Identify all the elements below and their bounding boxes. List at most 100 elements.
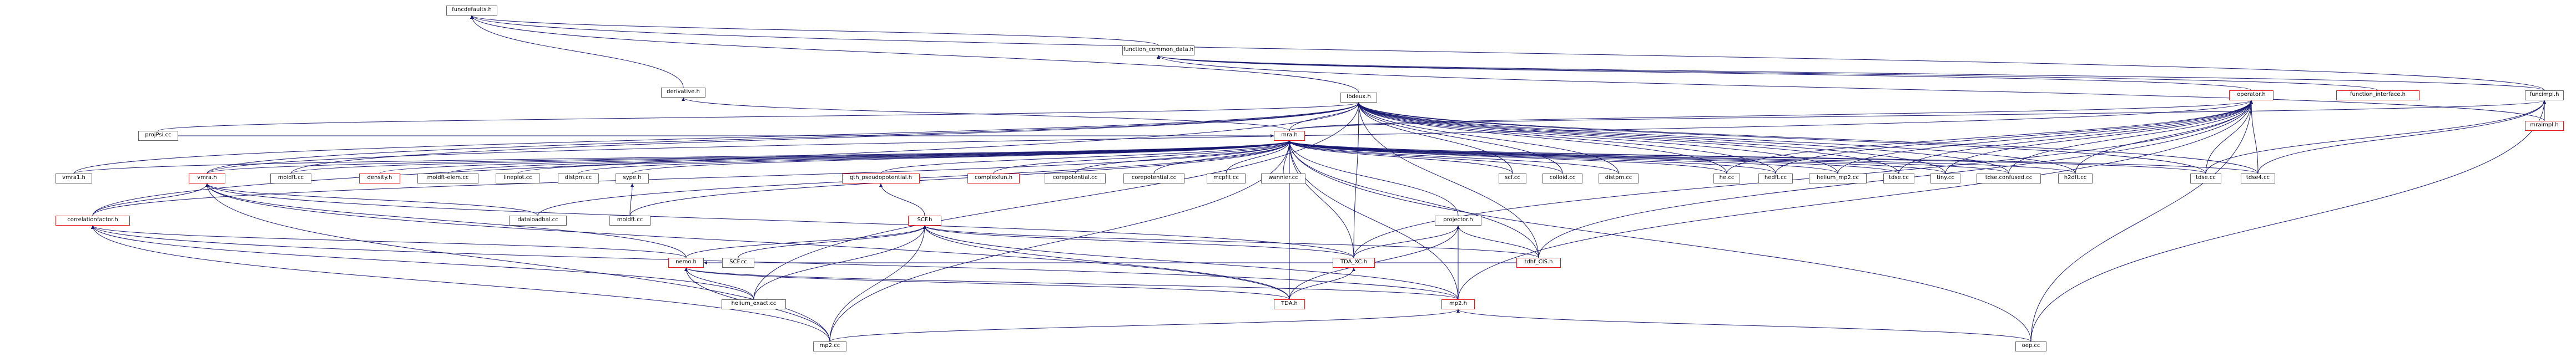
node-mraimpl-h[interactable]: mraimpl.h xyxy=(2525,121,2564,131)
edge-oep_cc-to-funcimpl_h xyxy=(2030,100,2546,342)
edge-mra_h-to-operator_h xyxy=(1289,100,2253,131)
node-scf-h[interactable]: SCF.h xyxy=(908,216,941,226)
node-mp2-h[interactable]: mp2.h xyxy=(1441,299,1475,309)
node-complexfun-h[interactable]: complexfun.h xyxy=(967,174,1020,183)
edge-tdse_cc_2-to-funcimpl_h xyxy=(2205,100,2546,174)
node-oep-cc[interactable]: oep.cc xyxy=(2015,341,2046,351)
node-funcimpl-h[interactable]: funcimpl.h xyxy=(2525,90,2564,100)
node-scf-cc[interactable]: scf.cc xyxy=(1499,174,1526,183)
edge-mraimpl_h-to-function_common_data_h xyxy=(1157,55,2545,121)
edge-function_common_data_h-to-funcdefaults_h xyxy=(470,15,1159,46)
edge-correlationfactor_h-to-vmra_h xyxy=(92,183,209,216)
edge-lineplot_cc-to-mra_h xyxy=(517,140,1291,174)
edge-projector_h-to-mra_h xyxy=(1288,140,1459,216)
edge-moldft_elem_cc-to-mra_h xyxy=(447,140,1291,174)
node-moldft-cc[interactable]: moldft.cc xyxy=(270,174,311,183)
edge-tdhf_cis_h-to-lbdeux_h xyxy=(1357,102,1539,258)
edge-tdse_cc_1-to-mra_h xyxy=(1288,140,1899,174)
edge-oep_cc-to-mra_h xyxy=(1288,140,2031,342)
edge-vmra1_h-to-mra_h xyxy=(73,140,1291,174)
edge-vmra_h-to-operator_h xyxy=(206,100,2253,174)
edge-hedft_cc-to-lbdeux_h xyxy=(1357,102,1776,174)
edge-tdhf_cis_h-to-scf_h xyxy=(923,225,1539,258)
edge-mp2_cc-to-scf_h xyxy=(829,225,926,342)
node-tdse-cc-3[interactable]: tdse.cc xyxy=(2190,174,2221,183)
edge-moldft_cc_1-to-lbdeux_h xyxy=(290,102,1360,174)
node-tda-h[interactable]: TDA.h xyxy=(1274,299,1305,309)
edge-gth_pseudopotential_h-to-mra_h xyxy=(880,140,1291,174)
node-dataloadbal-cc[interactable]: dataloadbal.cc xyxy=(509,216,567,226)
edge-tdse_cc_2-to-operator_h xyxy=(2205,100,2253,174)
edge-nemo_h-to-scf_h xyxy=(685,225,926,258)
node-nemo-h[interactable]: nemo.h xyxy=(668,258,704,268)
edge-tdse_confused_cc-to-lbdeux_h xyxy=(1357,102,2009,174)
node-distpm-cc[interactable]: distpm.cc xyxy=(558,174,599,183)
edge-tda_h-to-nemo_h xyxy=(684,267,1290,300)
node-colloid-cc[interactable]: colloid.cc xyxy=(1542,174,1582,183)
node-mp2-cc[interactable]: mp2.cc xyxy=(813,341,846,351)
node-function-common-data-h[interactable]: function_common_data.h xyxy=(1122,45,1194,55)
node-mcpfit-cc[interactable]: mcpfit.cc xyxy=(1207,174,1246,183)
node-moldft-cc-2[interactable]: moldft.cc xyxy=(609,216,651,226)
node-correlationfactor-h[interactable]: correlationfactor.h xyxy=(56,216,130,226)
edge-tdse_confused_cc-to-operator_h xyxy=(2008,100,2253,174)
node-lbdeux-h[interactable]: lbdeux.h xyxy=(1340,93,1377,103)
node-scf-cc-2[interactable]: SCF.cc xyxy=(722,258,754,268)
node-gth-pseudopotential-h[interactable]: gth_pseudopotential.h xyxy=(842,174,920,183)
edge-tiny_cc-to-mra_h xyxy=(1288,140,1946,174)
node-vmra-h[interactable]: vmra.h xyxy=(189,174,225,183)
edge-sype_h-to-mra_h xyxy=(632,140,1291,174)
edge-mp2_h-to-operator_h xyxy=(1458,100,2253,300)
node-mra-h[interactable]: mra.h xyxy=(1274,131,1305,141)
node-funcdefaults-h[interactable]: funcdefaults.h xyxy=(446,6,497,16)
node-projector-h[interactable]: projector.h xyxy=(1435,216,1481,226)
node-he-cc[interactable]: he.cc xyxy=(1713,174,1740,183)
node-tdse-cc[interactable]: tdse.cc xyxy=(1883,174,1914,183)
node-helium-mp2-cc[interactable]: helium_mp2.cc xyxy=(1809,174,1867,183)
node-function-interface-h[interactable]: function_interface.h xyxy=(2336,90,2419,100)
node-lineplot-cc[interactable]: lineplot.cc xyxy=(496,174,540,183)
node-moldft-elem-cc[interactable]: moldft-elem.cc xyxy=(417,174,478,183)
node-sype-h[interactable]: sype.h xyxy=(616,174,649,183)
edge-tiny_cc-to-operator_h xyxy=(1945,100,2253,174)
edge-tda_kc_h-to-operator_h xyxy=(1353,100,2253,258)
edge-distpm_cc_2-to-mra_h xyxy=(1288,140,1619,174)
edge-helium_mp2_cc-to-operator_h xyxy=(1837,100,2253,174)
node-distpm-cc-2[interactable]: distpm.cc xyxy=(1599,174,1639,183)
node-vmra1-h[interactable]: vmra1.h xyxy=(56,174,92,183)
node-wannier-cc[interactable]: wannier.cc xyxy=(1261,174,1305,183)
edge-tda_kc_h-to-projector_h xyxy=(1353,225,1460,258)
node-tda-xc-h[interactable]: TDA_XC.h xyxy=(1333,258,1375,268)
node-tdse-confused-cc[interactable]: tdse.confused.cc xyxy=(1977,174,2041,183)
node-operator-h[interactable]: operator.h xyxy=(2229,90,2273,100)
edge-he_cc-to-mra_h xyxy=(1288,140,1727,174)
edge-tdhf_cis_h-to-mra_h xyxy=(1288,140,1539,258)
node-hedft-cc[interactable]: hedft.cc xyxy=(1758,174,1793,183)
edge-tdse_confused_cc-to-mra_h xyxy=(1288,140,2009,174)
node-corepotential-cc[interactable]: corepotential.cc xyxy=(1045,174,1106,183)
edge-correlationfactor_h-to-mra_h xyxy=(92,140,1291,216)
edge-tda_kc_h-to-mra_h xyxy=(1288,140,1354,258)
edge-colloid_cc-to-mra_h xyxy=(1288,140,1563,174)
edge-funcimpl_h-to-funcdefaults_h xyxy=(470,15,2545,91)
node-density-h[interactable]: density.h xyxy=(359,174,400,183)
edge-oep_cc-to-operator_h xyxy=(2030,100,2253,342)
edge-scf_cc-to-lbdeux_h xyxy=(1357,102,1513,174)
edge-scf_cc-to-mra_h xyxy=(1288,140,1513,174)
edge-tiny_cc-to-lbdeux_h xyxy=(1357,102,1946,174)
edge-tdse4_cc-to-operator_h xyxy=(2250,100,2259,174)
node-corepotential-cc-2[interactable]: corepotential.cc xyxy=(1123,174,1184,183)
edge-oep_cc-to-mp2_h xyxy=(1456,309,2031,342)
node-tdhf-cis-h[interactable]: tdhf_CIS.h xyxy=(1516,258,1561,268)
edge-helium_exact_cc-to-nemo_h xyxy=(684,267,754,300)
node-h2dft-cc[interactable]: h2dft.cc xyxy=(2058,174,2093,183)
node-tiny-cc[interactable]: tiny.cc xyxy=(1930,174,1960,183)
node-projpsi-cc[interactable]: projPsi.cc xyxy=(138,131,178,141)
edge-mra_h-to-derivative_h xyxy=(682,97,1290,131)
node-derivative-h[interactable]: derivative.h xyxy=(661,88,705,98)
edge-nemo_h-to-vmra_h xyxy=(205,183,687,258)
node-tdse4-cc[interactable]: tdse4.cc xyxy=(2241,174,2275,183)
node-helium-exact-cc[interactable]: helium_exact.cc xyxy=(722,299,786,309)
edge-tdse4_cc-to-lbdeux_h xyxy=(1357,102,2259,174)
edge-helium_mp2_cc-to-mra_h xyxy=(1288,140,1838,174)
